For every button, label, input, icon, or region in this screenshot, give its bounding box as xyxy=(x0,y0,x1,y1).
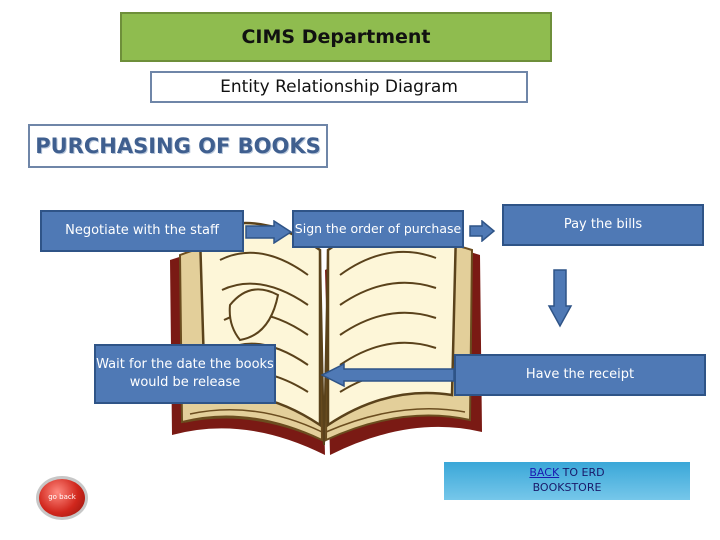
arrow-right-2 xyxy=(469,220,496,242)
arrow-right-1 xyxy=(245,220,293,244)
arrow-left xyxy=(320,362,455,388)
back-link-rest: TO ERD xyxy=(559,466,605,480)
arrow-down xyxy=(547,269,573,328)
step-negotiate: Negotiate with the staff xyxy=(40,210,244,252)
page-title: PURCHASING OF BOOKS xyxy=(28,124,328,168)
step-receipt: Have the receipt xyxy=(454,354,706,396)
step-pay-bills: Pay the bills xyxy=(502,204,704,246)
go-back-button[interactable]: go back xyxy=(36,476,88,520)
step-wait-release: Wait for the date the books would be rel… xyxy=(94,344,276,404)
back-link-word[interactable]: BACK xyxy=(529,466,560,480)
back-to-erd-link[interactable]: BACK TO ERD BOOKSTORE xyxy=(444,462,690,500)
step-sign-order: Sign the order of purchase xyxy=(292,210,464,248)
back-link-line2: BOOKSTORE xyxy=(532,481,602,494)
department-header: CIMS Department xyxy=(120,12,552,62)
diagram-subtitle: Entity Relationship Diagram xyxy=(150,71,528,103)
